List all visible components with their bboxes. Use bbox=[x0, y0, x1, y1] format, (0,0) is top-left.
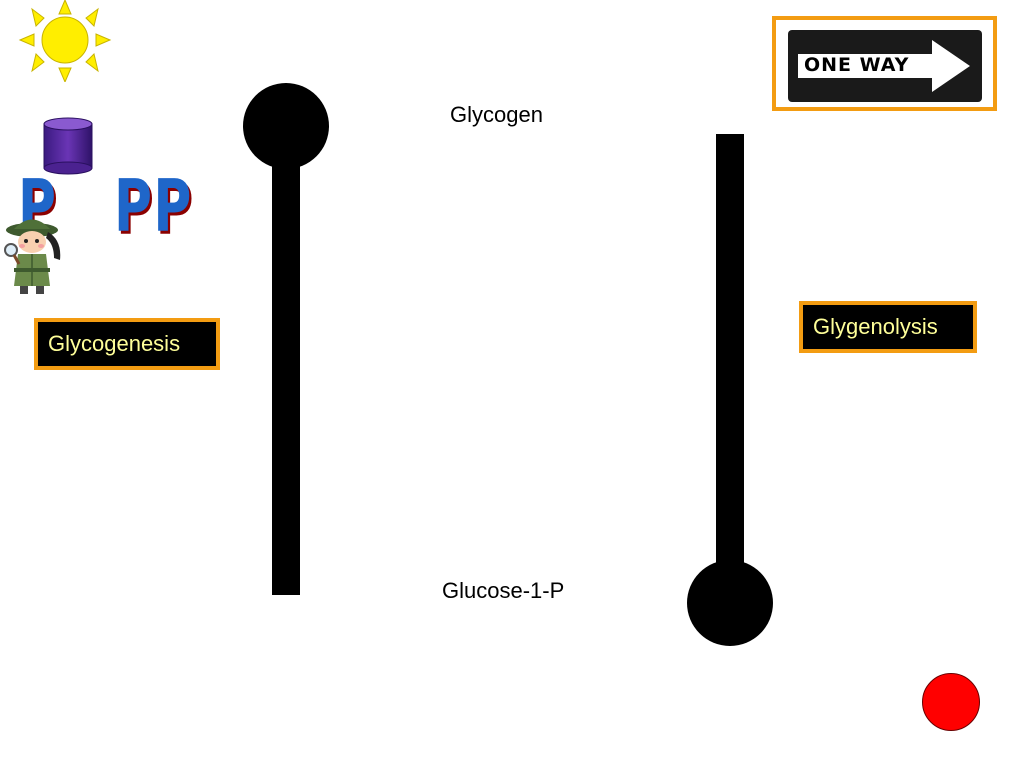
one-way-sign: ONE WAY bbox=[772, 16, 997, 111]
cylinder-icon bbox=[43, 117, 93, 175]
p-letter-double: PP bbox=[114, 164, 193, 248]
glycogenesis-arrow bbox=[243, 83, 329, 595]
glycogenolysis-box: Glygenolysis bbox=[799, 301, 977, 353]
glycogen-label: Glycogen bbox=[450, 102, 543, 127]
glycogenolysis-arrow bbox=[687, 134, 773, 646]
sun-icon bbox=[18, 0, 112, 82]
glycogenesis-box: Glycogenesis bbox=[34, 318, 220, 370]
detective-icon bbox=[4, 219, 61, 294]
glucose-1-p-label: Glucose-1-P bbox=[442, 578, 565, 603]
one-way-sign-icon bbox=[798, 40, 970, 92]
one-way-sign-text: ONE WAY bbox=[804, 54, 910, 76]
red-button-icon[interactable] bbox=[922, 673, 980, 731]
